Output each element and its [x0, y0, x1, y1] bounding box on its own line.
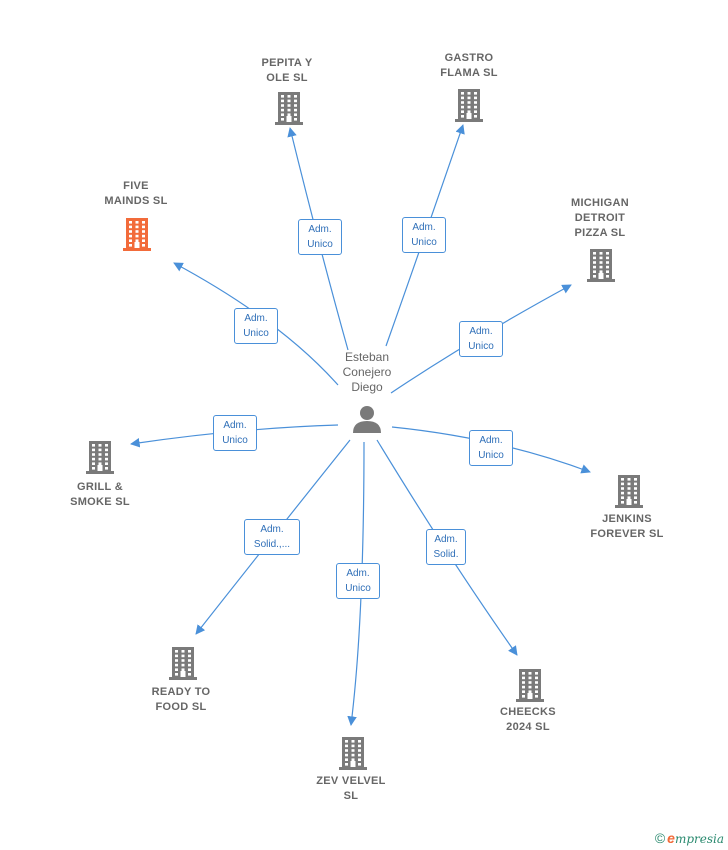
relation-label-grill: Adm. Unico — [213, 415, 257, 451]
company-label-five[interactable]: FIVE MAINDS SL — [104, 180, 168, 207]
building-icon[interactable] — [275, 92, 303, 125]
building-icon[interactable] — [123, 218, 151, 251]
copyright-icon: © — [654, 830, 666, 846]
relation-label-michigan: Adm. Unico — [459, 321, 503, 357]
relation-label-pepita: Adm. Unico — [298, 219, 342, 255]
building-icon[interactable] — [455, 89, 483, 122]
company-label-zev[interactable]: ZEV VELVEL SL — [316, 775, 386, 802]
building-icon[interactable] — [587, 249, 615, 282]
building-icon[interactable] — [516, 669, 544, 702]
relation-label-ready: Adm. Solid.,... — [244, 519, 300, 555]
company-label-michigan[interactable]: MICHIGAN DETROIT PIZZA SL — [570, 197, 629, 239]
person-icon — [353, 406, 381, 433]
company-label-pepita[interactable]: PEPITA Y OLE SL — [261, 57, 313, 84]
relation-label-jenkins: Adm. Unico — [469, 430, 513, 466]
company-label-cheecks[interactable]: CHEECKS 2024 SL — [500, 706, 556, 733]
person-name: Esteban Conejero Diego — [342, 350, 392, 394]
building-icon[interactable] — [169, 647, 197, 680]
relation-label-zev: Adm. Unico — [336, 563, 380, 599]
company-label-jenkins[interactable]: JENKINS FOREVER SL — [590, 513, 664, 540]
relation-label-five: Adm. Unico — [234, 308, 278, 344]
company-label-gastro[interactable]: GASTRO FLAMA SL — [440, 52, 498, 79]
building-icon[interactable] — [615, 475, 643, 508]
company-label-ready[interactable]: READY TO FOOD SL — [151, 686, 211, 713]
edge-zev — [347, 441, 365, 726]
building-icon[interactable] — [339, 737, 367, 770]
company-label-grill[interactable]: GRILL & SMOKE SL — [70, 481, 130, 508]
brand-logo: ©empresia — [654, 830, 724, 846]
building-icon[interactable] — [86, 441, 114, 474]
relation-label-cheecks: Adm. Solid. — [426, 529, 466, 565]
relation-label-gastro: Adm. Unico — [402, 217, 446, 253]
